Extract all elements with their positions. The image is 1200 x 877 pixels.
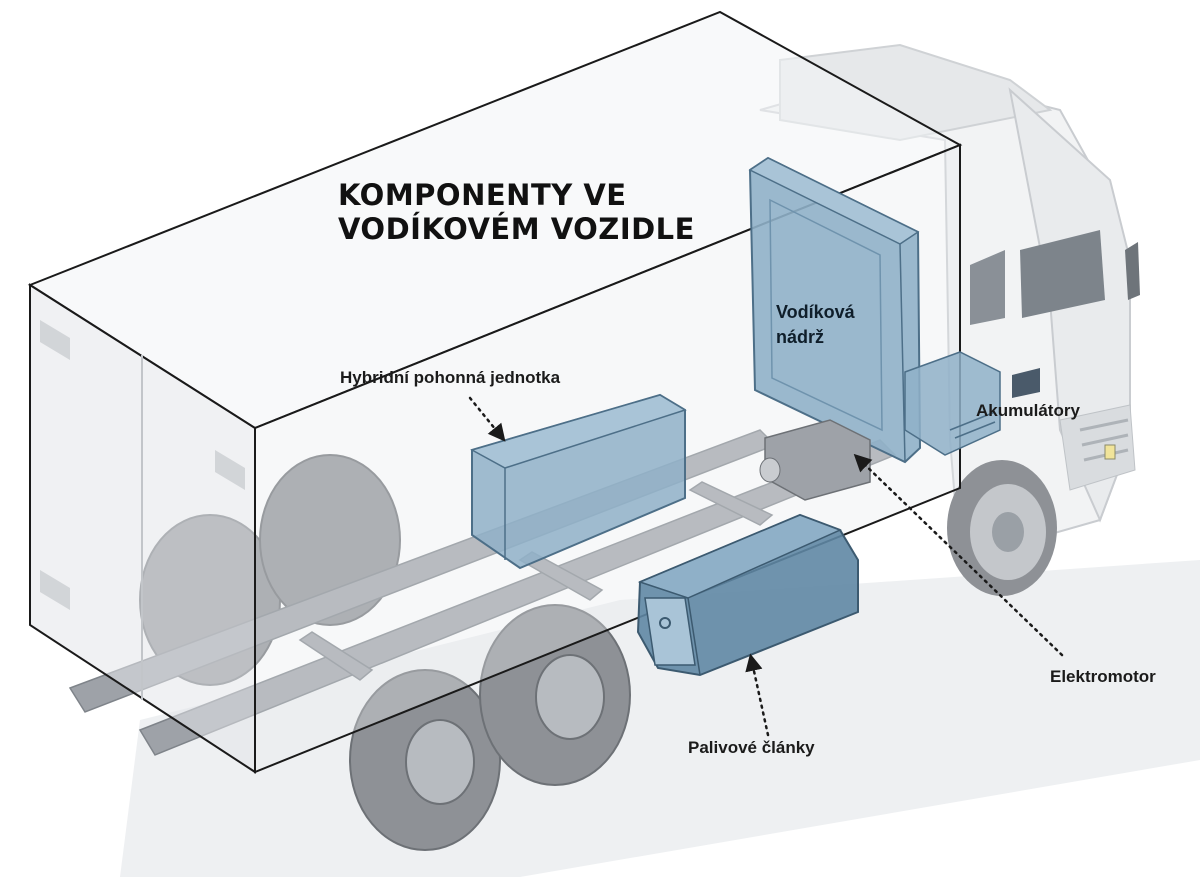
- front-wheel: [947, 460, 1057, 596]
- label-hybrid-unit: Hybridní pohonná jednotka: [340, 368, 561, 387]
- title-line-1: KOMPONENTY VE: [338, 178, 627, 212]
- label-batteries: Akumulátory: [976, 401, 1080, 420]
- batteries-pack: [904, 351, 1001, 456]
- title-line-2: VODÍKOVÉM VOZIDLE: [338, 212, 695, 246]
- label-hydrogen-tank-line-2: nádrž: [776, 327, 825, 347]
- label-hydrogen-tank-line-1: Vodíková: [776, 302, 855, 322]
- leader-lines: [468, 396, 1064, 737]
- cab-side-window: [970, 250, 1005, 325]
- diagram-title: KOMPONENTY VE VODÍKOVÉM VOZIDLE: [338, 178, 695, 246]
- leader-fuel-cells: [745, 653, 770, 737]
- fuel-cells: [636, 513, 859, 677]
- label-fuel-cells: Palivové články: [688, 738, 815, 757]
- cab-door-window: [1020, 230, 1105, 318]
- leader-electric-motor: [853, 453, 1064, 657]
- label-hydrogen-tank: Vodíková nádrž: [776, 300, 855, 350]
- side-mirror: [1125, 242, 1140, 300]
- electric-motor: [759, 419, 871, 501]
- hybrid-drive-unit: [470, 393, 687, 570]
- cab-logo-badge: [1012, 368, 1040, 398]
- label-electric-motor: Elektromotor: [1050, 667, 1156, 686]
- leader-hybrid-unit: [468, 396, 506, 442]
- hydrogen-tank: [748, 156, 922, 464]
